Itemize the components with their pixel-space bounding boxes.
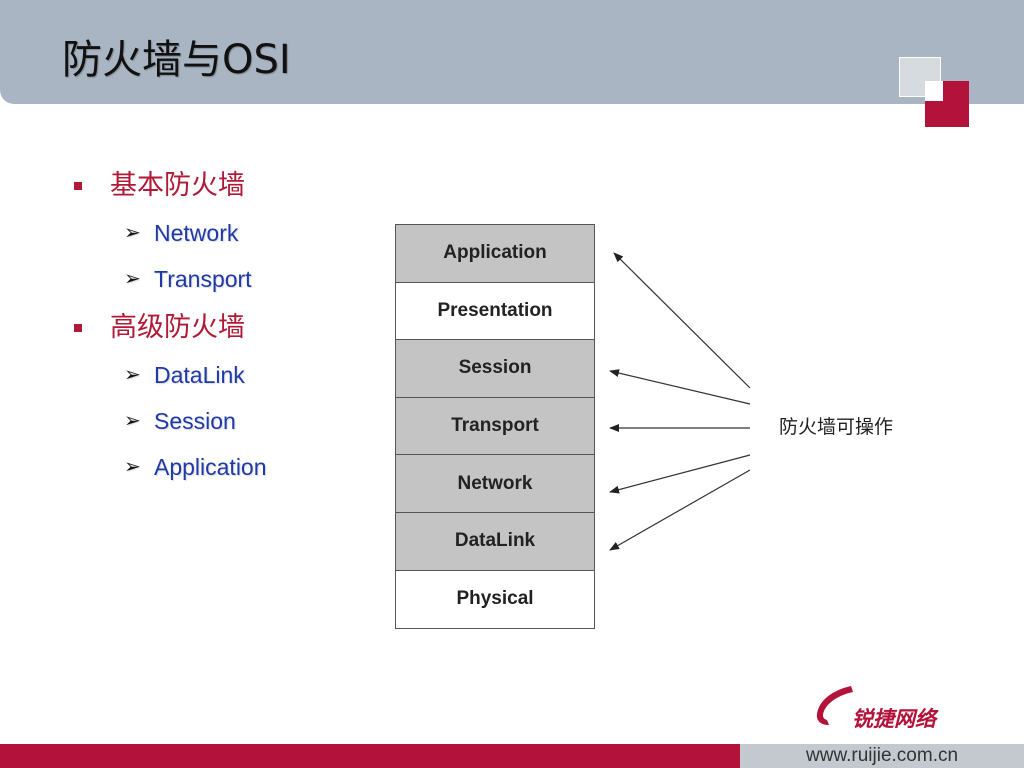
arrow-to-session bbox=[609, 369, 751, 405]
osi-layer-network: Network bbox=[396, 455, 594, 513]
arrow-bullet-icon: ➢ bbox=[124, 268, 141, 290]
decor-square-cutout bbox=[925, 81, 943, 101]
square-bullet-icon bbox=[74, 182, 82, 190]
osi-layer-presentation: Presentation bbox=[396, 282, 594, 341]
bullet-basic-firewall: 基本防火墙 bbox=[74, 168, 374, 210]
subitem-label: Transport bbox=[154, 266, 252, 292]
arrow-bullet-icon: ➢ bbox=[124, 222, 141, 244]
osi-stack: Application Presentation Session Transpo… bbox=[395, 224, 595, 630]
square-bullet-icon bbox=[74, 324, 82, 332]
bullet-label: 高级防火墙 bbox=[110, 312, 245, 343]
arrow-to-application bbox=[613, 252, 751, 389]
subitem-datalink: ➢ DataLink bbox=[74, 360, 374, 406]
header-band bbox=[0, 0, 1024, 104]
footer-url: www.ruijie.com.cn bbox=[806, 745, 959, 766]
bullet-list: 基本防火墙 ➢ Network ➢ Transport 高级防火墙 ➢ Data… bbox=[74, 168, 374, 498]
subitem-application: ➢ Application bbox=[74, 452, 374, 498]
footer-bar-red bbox=[0, 744, 740, 768]
osi-layer-application: Application bbox=[396, 225, 594, 283]
footer-bar-gray bbox=[740, 744, 1024, 768]
osi-layer-transport: Transport bbox=[396, 397, 594, 456]
bullet-label: 基本防火墙 bbox=[110, 170, 245, 201]
subitem-transport: ➢ Transport bbox=[74, 264, 374, 310]
bullet-advanced-firewall: 高级防火墙 bbox=[74, 310, 374, 352]
subitem-network: ➢ Network bbox=[74, 218, 374, 264]
osi-layer-session: Session bbox=[396, 340, 594, 398]
arrow-to-network bbox=[609, 454, 751, 494]
arrow-bullet-icon: ➢ bbox=[124, 410, 141, 432]
subitem-label: DataLink bbox=[154, 362, 245, 388]
osi-layer-physical: Physical bbox=[396, 570, 594, 629]
ruijie-logo-icon bbox=[816, 686, 853, 725]
arrow-to-datalink bbox=[609, 469, 751, 551]
subitem-session: ➢ Session bbox=[74, 406, 374, 452]
subitem-label: Network bbox=[154, 220, 239, 246]
subitem-label: Session bbox=[154, 408, 236, 434]
slide-title: 防火墙与OSI bbox=[62, 37, 291, 83]
osi-layer-datalink: DataLink bbox=[396, 512, 594, 571]
arrow-bullet-icon: ➢ bbox=[124, 364, 141, 386]
arrow-bullet-icon: ➢ bbox=[124, 456, 141, 478]
logo-text: 锐捷网络 bbox=[852, 707, 936, 731]
subitem-label: Application bbox=[154, 454, 267, 480]
firewall-operable-label: 防火墙可操作 bbox=[779, 416, 894, 438]
